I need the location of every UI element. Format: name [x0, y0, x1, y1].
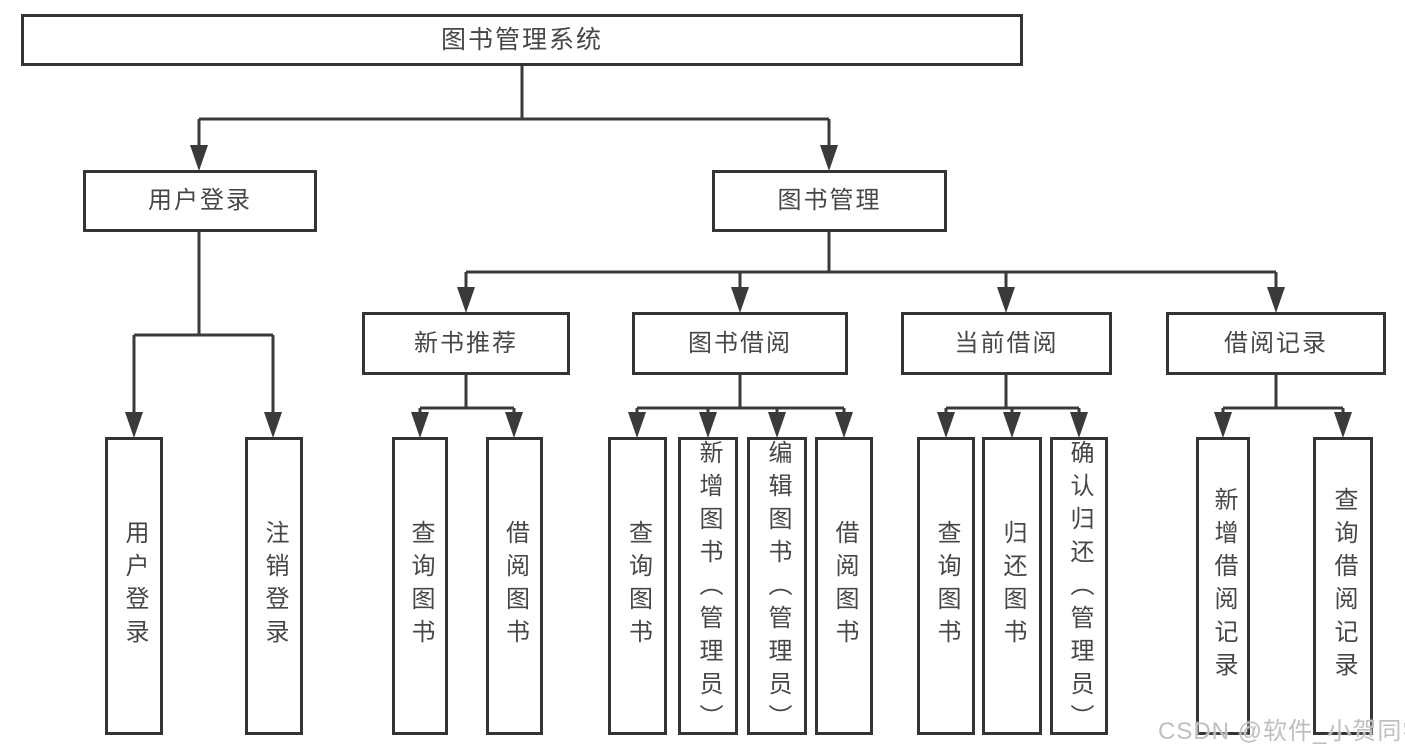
leaf-add-books-admin: 新增图书（管理员）: [678, 437, 738, 737]
arrowheads: [125, 145, 1352, 438]
leaf-borrow-books-newbook: 借阅图书: [486, 437, 543, 735]
node-new-book-recommend: 新书推荐: [362, 312, 570, 375]
leaf-query-books-borrow: 查询图书: [608, 437, 667, 735]
leaf-edit-books-admin: 编辑图书（管理员）: [747, 437, 807, 737]
node-root-system: 图书管理系统: [21, 14, 1023, 66]
leaf-confirm-return-admin: 确认归还（管理员）: [1050, 437, 1108, 737]
node-user-login: 用户登录: [83, 170, 317, 232]
leaf-query-borrow-record: 查询借阅记录: [1313, 437, 1373, 735]
leaf-borrow-books: 借阅图书: [815, 437, 873, 735]
leaf-user-login: 用户登录: [105, 437, 163, 735]
leaf-query-books-current: 查询图书: [917, 437, 975, 735]
watermark: CSDN @软件_小贺同学: [1158, 718, 1405, 745]
node-book-management: 图书管理: [712, 170, 947, 232]
leaf-logout: 注销登录: [245, 437, 303, 735]
leaf-add-borrow-record: 新增借阅记录: [1196, 437, 1250, 735]
leaf-return-books: 归还图书: [982, 437, 1042, 735]
node-borrowing-records: 借阅记录: [1166, 312, 1386, 375]
node-current-borrowing: 当前借阅: [901, 312, 1112, 375]
node-book-borrowing: 图书借阅: [632, 312, 848, 375]
leaf-query-books-newbook: 查询图书: [392, 437, 448, 735]
